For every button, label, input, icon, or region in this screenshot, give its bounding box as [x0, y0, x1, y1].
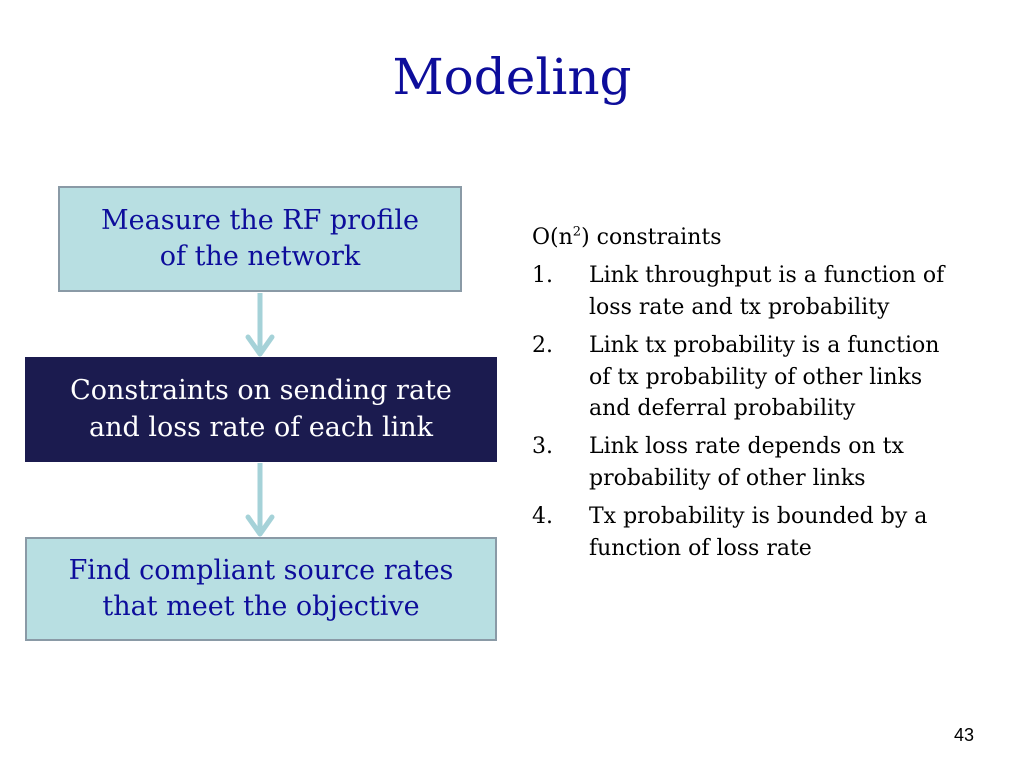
list-item-text: Link loss rate depends on tx probability… — [589, 431, 1002, 495]
flow-step-line: Find compliant source rates — [68, 554, 454, 586]
list-item-line: and deferral probability — [589, 396, 856, 422]
list-item-line: loss rate and tx probability — [589, 294, 890, 320]
flow-step-line: that meet the objective — [102, 591, 420, 622]
page-number: 43 — [953, 725, 974, 745]
flow-step-find-source-rates: Find compliant source rates that meet th… — [25, 537, 497, 641]
flow-step-line: of the network — [159, 241, 361, 272]
list-item-text: Link tx probability is a function of tx … — [589, 330, 1002, 426]
flow-step-measure-rf-profile: Measure the RF profile of the network — [58, 186, 462, 292]
slide-title: Modeling — [392, 48, 632, 106]
list-item-number: 1. — [532, 262, 553, 288]
list-item-line: Link throughput is a function of — [589, 262, 945, 288]
constraints-list: 1. Link throughput is a function of loss… — [532, 260, 1002, 565]
list-item: 4. Tx probability is bounded by a functi… — [532, 501, 1002, 565]
list-item-line: probability of other links — [589, 466, 866, 492]
list-item-number: 2. — [532, 332, 553, 358]
list-item-number: 4. — [532, 504, 553, 530]
list-item-line: Link tx probability is a function — [589, 332, 940, 358]
list-item-text: Tx probability is bounded by a function … — [589, 501, 1002, 565]
notes-intro-superscript: 2 — [572, 224, 582, 240]
constraints-notes: O(n2) constraints 1. Link throughput is … — [532, 222, 1002, 571]
flow-step-line: Constraints on sending rate — [70, 375, 452, 407]
arrow-step1-to-step2 — [245, 293, 275, 357]
list-item-line: Link loss rate depends on tx — [589, 434, 904, 460]
list-item: 2. Link tx probability is a function of … — [532, 330, 1002, 426]
list-item-number: 3. — [532, 434, 553, 460]
list-item: 1. Link throughput is a function of loss… — [532, 260, 1002, 324]
arrow-step2-to-step3 — [245, 463, 275, 537]
flow-step-line: and loss rate of each link — [89, 411, 433, 443]
list-item-line: of tx probability of other links — [589, 364, 923, 390]
flow-step-constraints: Constraints on sending rate and loss rat… — [25, 357, 497, 462]
list-item: 3. Link loss rate depends on tx probabil… — [532, 431, 1002, 495]
list-item-line: Tx probability is bounded by a — [589, 504, 928, 530]
list-item-text: Link throughput is a function of loss ra… — [589, 260, 1002, 324]
list-item-line: function of loss rate — [589, 536, 812, 562]
notes-intro: O(n2) constraints — [532, 222, 1002, 254]
notes-intro-prefix: O(n — [532, 225, 573, 250]
notes-intro-suffix: ) constraints — [581, 225, 722, 250]
flow-step-line: Measure the RF profile — [101, 204, 419, 236]
